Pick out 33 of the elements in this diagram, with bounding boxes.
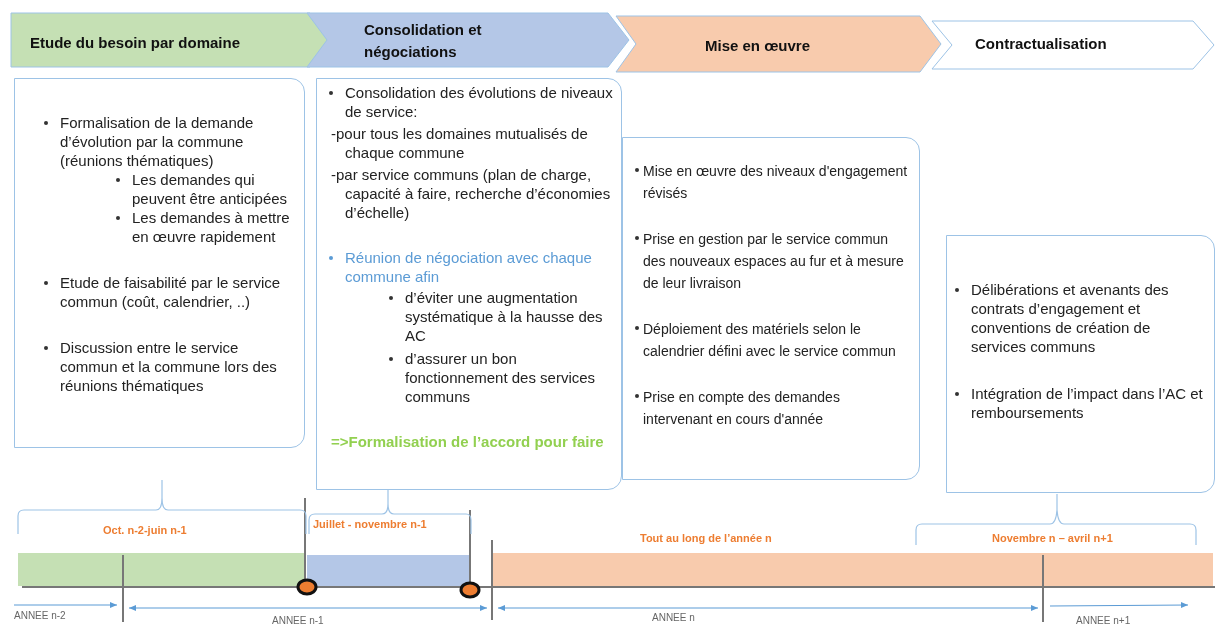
bullet-item: Formalisation de la demande d’évolution par la commune (réunions thématiques) [60,113,255,170]
year-label: ANNEE n+1 [1076,615,1131,626]
bullet-item: Prise en compte des demandes intervenant en cours d'année [643,388,841,429]
bullet-item: Discussion entre le service commun et la commune lors des réunions thématiques [60,338,278,395]
phase-title: Mise en œuvre [705,36,812,56]
year-label: ANNEE n [652,612,695,623]
text-box [316,78,622,490]
text-box [622,137,920,480]
text-line: -par service communs (plan de charge, capacité à faire, recherche d’économies d’échelle) [331,165,612,222]
year-label: ANNEE n-1 [272,615,324,626]
bullet-item: Consolidation des évolutions de niveaux de service: [345,83,614,121]
bullet-item: d’assurer un bon fonctionnement des services communs [405,349,597,406]
bullet-item: Les demandes qui peuvent être anticipées [132,170,289,208]
phase-title: Contractualisation [975,34,1108,54]
text-box [946,235,1215,493]
bullet-item: Réunion de négociation avec chaque commune afin [345,248,593,286]
bullet-item: Mise en œuvre des niveaux d'engagement révisés [643,162,909,203]
period-label: Novembre n – avril n+1 [992,532,1113,544]
period-label: Oct. n-2-juin n-1 [103,524,187,536]
bullet-item: Les demandes à mettre en œuvre rapidement [132,208,291,246]
bullet-item: Prise en gestion par le service commun des nouveaux espaces au fur et à mesure de leur livraison [643,230,905,293]
phase-title: Consolidation et négociations [364,20,483,62]
bullet-item: Délibérations et avenants des contrats d’engagement et conventions de création de services communs [971,280,1170,356]
bullet-item: Intégration de l’impact dans l’AC et remboursements [971,384,1204,422]
year-label: ANNEE n-2 [14,610,66,621]
text-line: =>Formalisation de l’accord pour faire [331,432,605,451]
bullet-item: Déploiement des matériels selon le calendrier défini avec le service commun [643,320,897,361]
text-box [14,78,305,448]
period-label: Tout au long de l’année n [640,532,772,544]
text-line: -pour tous les domaines mutualisés de chaque commune [331,124,589,162]
phase-title: Etude du besoin par domaine [30,33,242,53]
period-label: Juillet - novembre n-1 [313,518,427,530]
bullet-item: Etude de faisabilité par le service commun (coût, calendrier, ..) [60,273,282,311]
